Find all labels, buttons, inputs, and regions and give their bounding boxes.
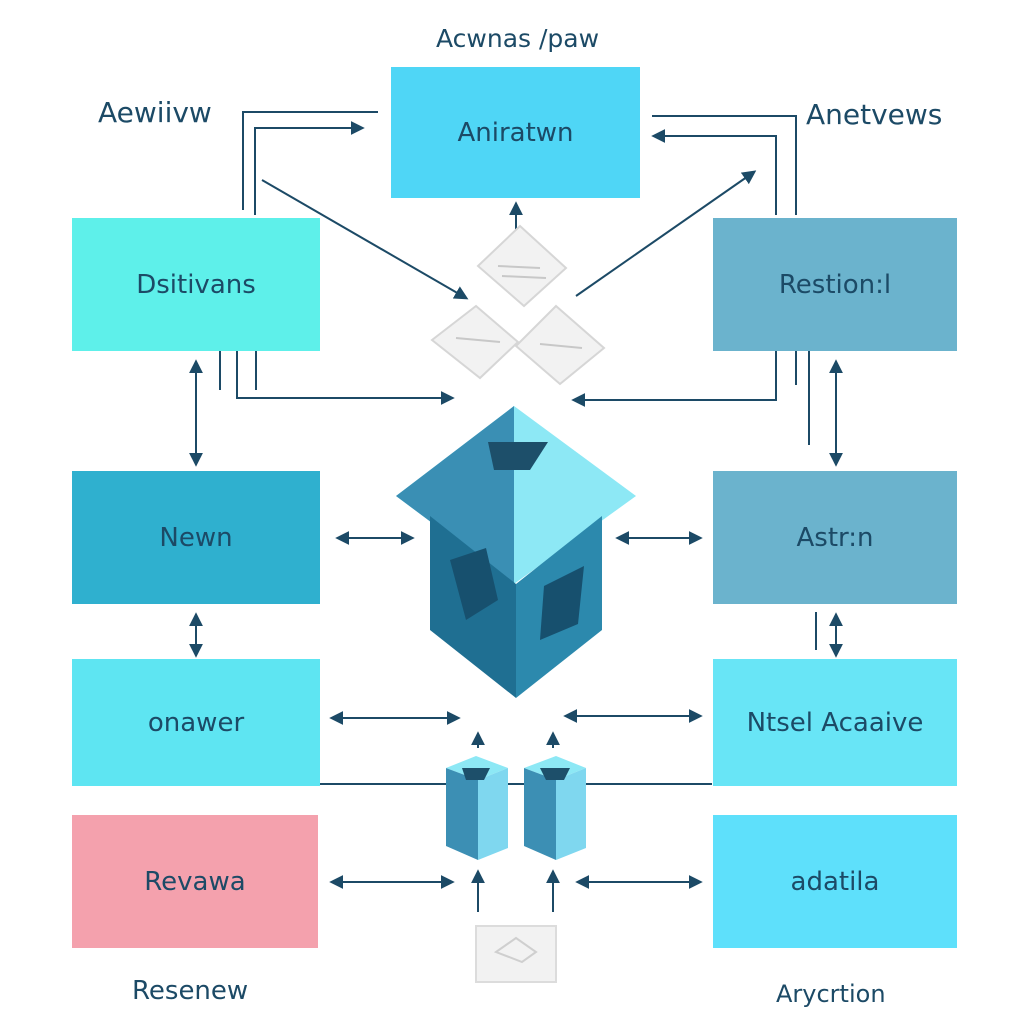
connector-line [261,179,469,300]
node-label: Aniratwn [457,117,574,148]
node-left-3: onawer [72,659,320,786]
small-cube-icon [524,756,586,860]
right-header-label: Anetvews [806,98,943,131]
connector-line [219,350,452,398]
node-label: Ntsel Acaaive [746,707,924,738]
connector-line [242,111,378,210]
node-left-1: Dsitivans [72,218,320,351]
bottom-left-label: Resenew [132,976,249,1006]
connector-line [651,129,777,215]
top-label: Acwnas /paw [436,24,600,53]
node-label: Astr:n [796,522,874,553]
node-top: Aniratwn [391,67,640,198]
small-cube-icon [446,756,508,860]
left-header-label: Aewiivw [98,96,212,129]
node-right-1: Restion:l [713,218,957,351]
node-label: onawer [147,707,245,738]
node-label: Dsitivans [136,269,256,300]
node-label: Restion:l [778,269,892,300]
node-label: adatila [790,866,880,897]
node-right-4: adatila [713,815,957,948]
isometric-box-icon [396,406,636,698]
node-left-2: Newn [72,471,320,604]
placeholder-image-icon [475,925,557,983]
connector-line [652,115,797,215]
node-label: Newn [159,522,233,553]
connector-line [254,121,365,215]
connector-line [795,350,810,445]
connector-line [575,170,757,297]
node-label: Revawa [144,866,246,897]
bottom-right-label: Arycrtion [776,980,886,1008]
node-right-3: Ntsel Acaaive [713,659,957,786]
node-right-2: Astr:n [713,471,957,604]
node-left-4: Revawa [72,815,318,948]
connector-line [571,350,777,407]
paper-stack-icon [430,224,606,386]
